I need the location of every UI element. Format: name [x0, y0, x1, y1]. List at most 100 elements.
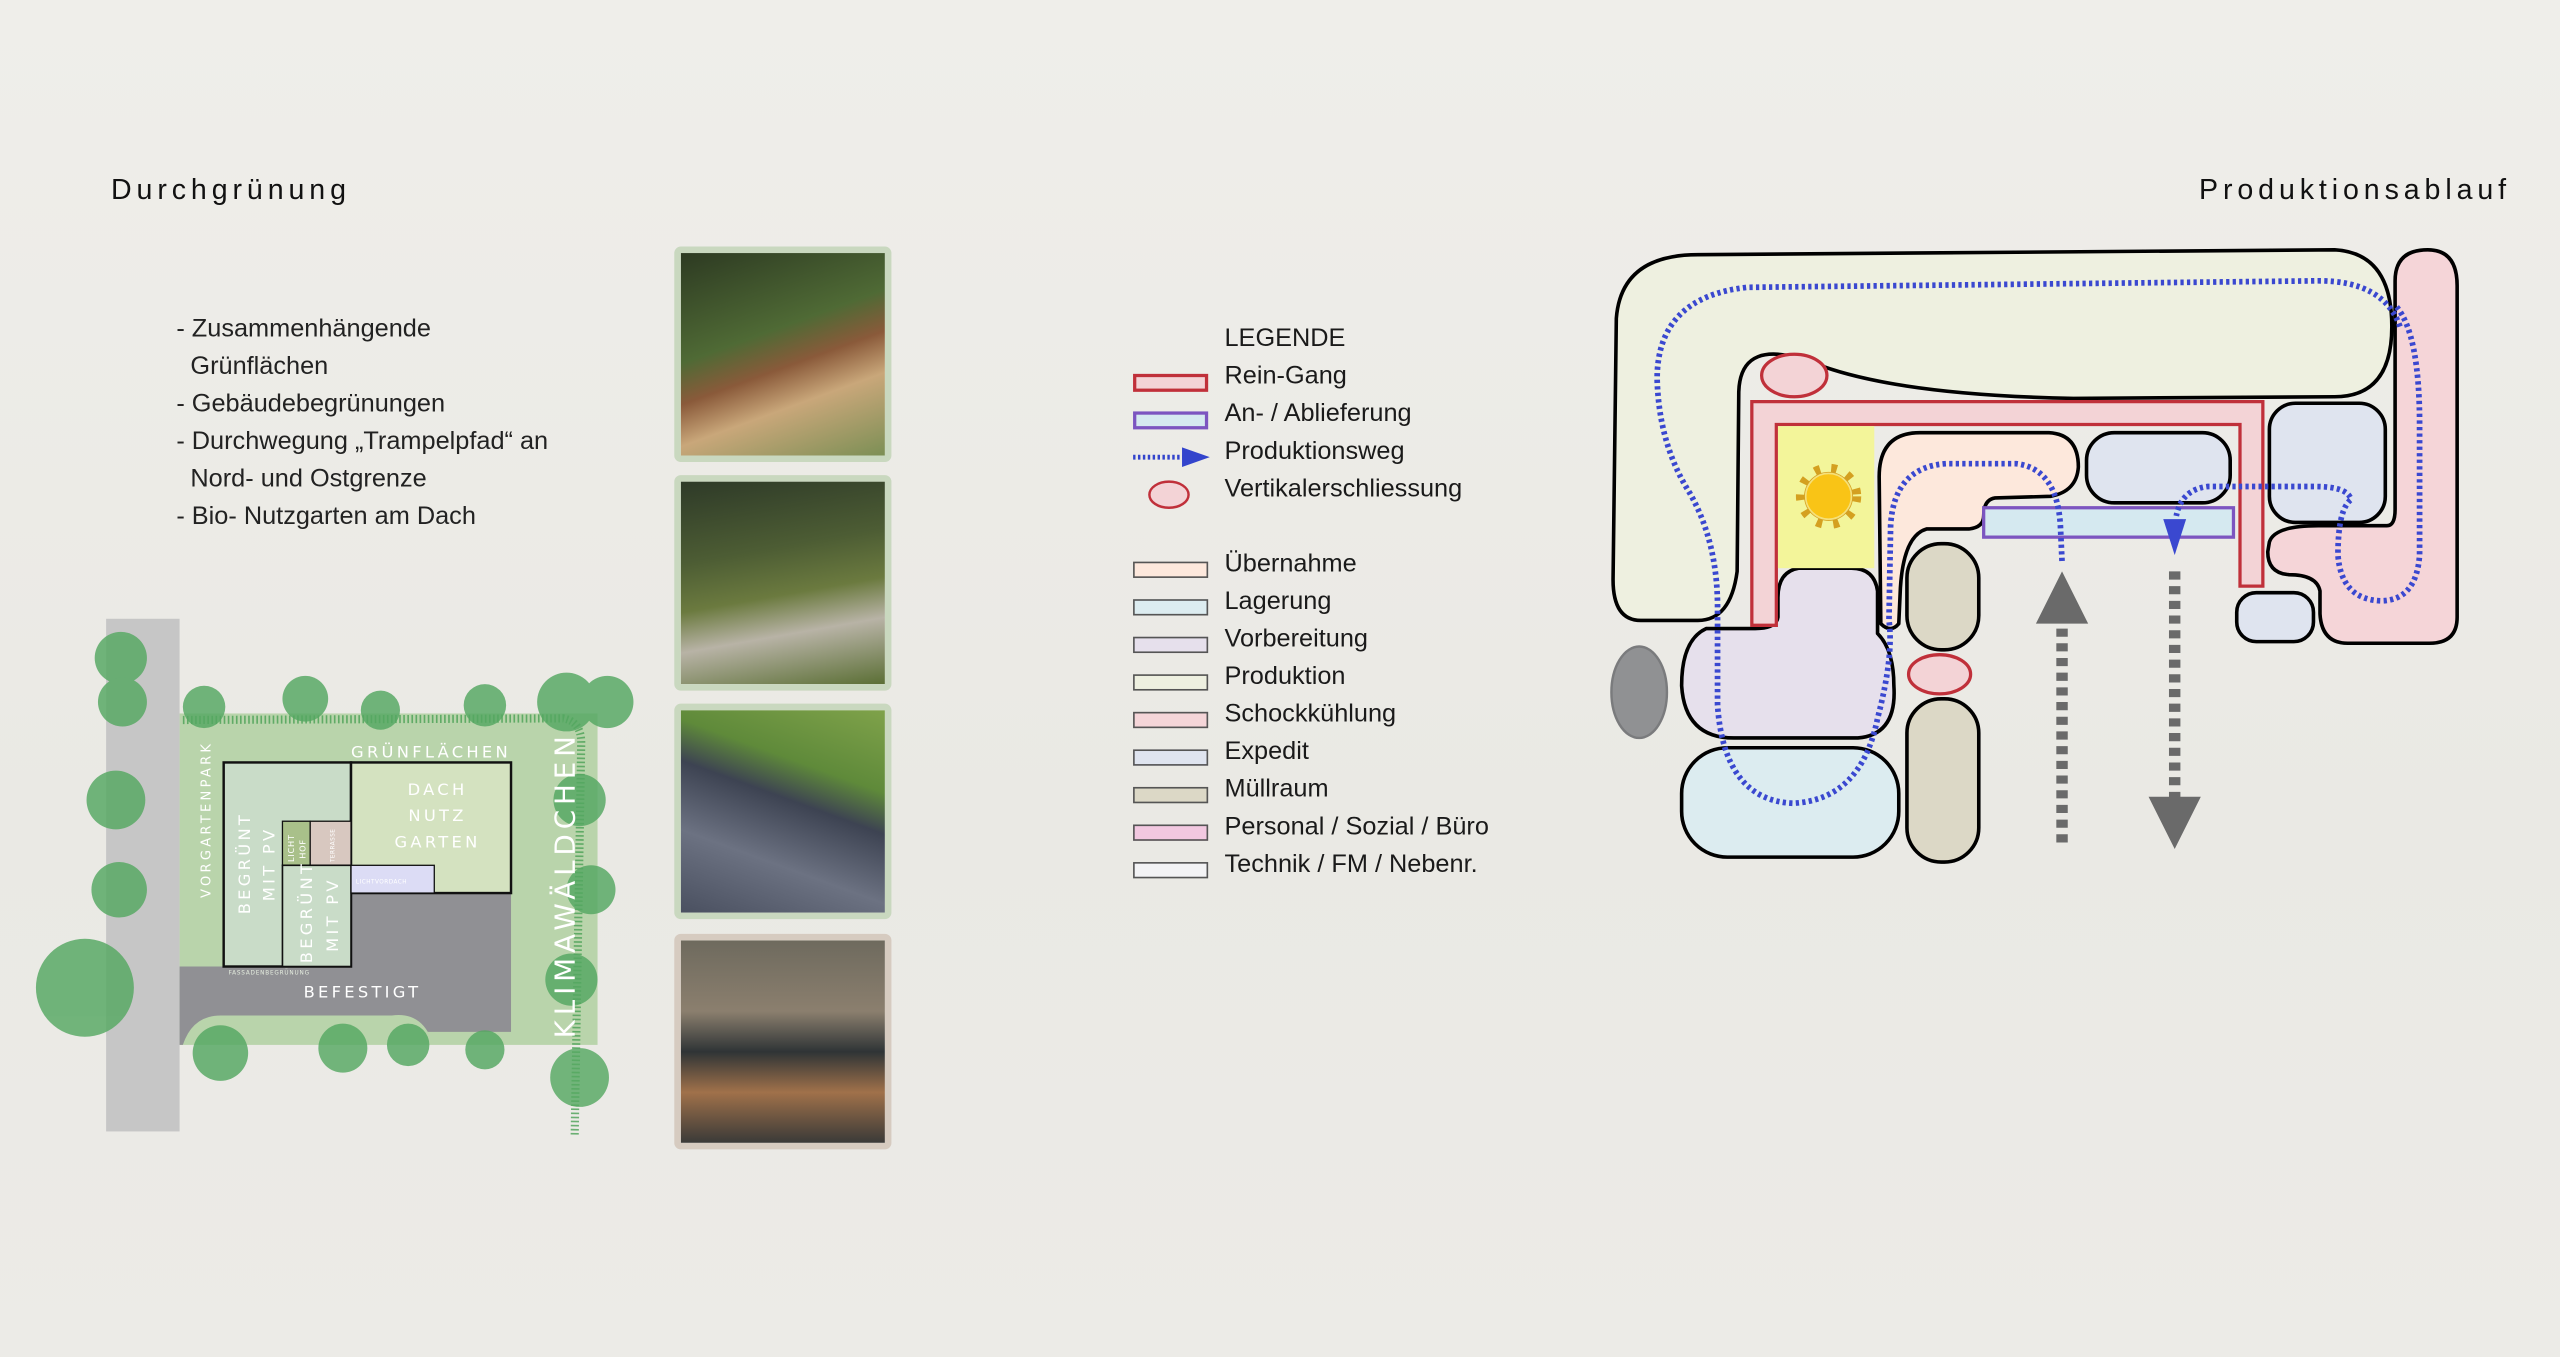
area-uebernahme	[1877, 430, 2081, 631]
label-befestigt: BEFESTIGT	[304, 983, 422, 1002]
label-vorgartenpark: VORGARTENPARK	[200, 741, 215, 898]
vertical-circulation	[1759, 352, 1829, 399]
section-title-durchgruenung: Durchgrünung	[111, 173, 351, 206]
legend-label: Technik / FM / Nebenr.	[1224, 850, 1478, 879]
legend-swatch	[1133, 636, 1209, 654]
tree-icon	[465, 1030, 505, 1070]
label-nutz: NUTZ	[408, 806, 466, 825]
green-roof-pv-photo	[674, 703, 892, 920]
legend-item-area: Schockkühlung	[1133, 700, 1557, 738]
legend-label: Produktionsweg	[1224, 437, 1405, 466]
legend-swatch	[1133, 373, 1209, 392]
area-produktion	[1611, 247, 2394, 623]
tree-icon	[282, 675, 329, 722]
legend-label: Übernahme	[1224, 550, 1357, 578]
bullet-line: - Gebäudebegrünungen	[176, 390, 446, 418]
tree-icon	[553, 773, 606, 827]
area-expedit	[2234, 590, 2316, 644]
bullet-line: Grünflächen	[176, 352, 329, 381]
people-at-cafe-table-photo	[674, 933, 892, 1150]
legend-swatch	[1133, 786, 1209, 804]
sun-icon	[1795, 463, 1862, 529]
delivery-out-arrow-icon	[2148, 571, 2201, 849]
legend-label: Produktion	[1224, 662, 1346, 691]
legend-swatch	[1133, 561, 1209, 578]
area-muellraum	[1905, 696, 1981, 864]
raised-bed-photo	[674, 475, 892, 691]
legend-item-vertikalerschliessung: Vertikalerschliessung	[1133, 475, 1557, 513]
tree-icon	[545, 953, 598, 1006]
greening-bullet-list: - Zusammenhängende Grünflächen - Gebäude…	[176, 310, 548, 535]
tree-icon	[86, 770, 146, 830]
legend-label: Vertikalerschliessung	[1224, 475, 1463, 503]
legend-swatch	[1133, 711, 1209, 729]
label-licht: LICHT	[286, 834, 296, 862]
legend-item-ablieferung: An- / Ablieferung	[1133, 400, 1557, 438]
trees	[35, 631, 634, 1107]
tree-icon	[35, 938, 134, 1037]
area-expedit	[2267, 401, 2388, 525]
legend-item-area: Müllraum	[1133, 776, 1557, 814]
label-terrasse: TERRASSE	[331, 829, 337, 863]
label-hof: HOF	[297, 839, 307, 859]
dotted-arrow-icon	[1133, 447, 1210, 467]
legend-item-rein-gang: Rein-Gang	[1133, 362, 1557, 400]
legend-item-area: Produktion	[1133, 663, 1557, 701]
label-fassadenbegruenung: FASSADENBEGRÜNUNG	[229, 970, 310, 977]
tree-icon	[550, 1048, 609, 1107]
label-klimawaeldchen: KLIMAWÄLDCHEN	[549, 731, 582, 1038]
tree-icon	[192, 1025, 249, 1081]
tree-icon	[97, 677, 147, 727]
label-begruent: BEGRÜNT	[297, 861, 316, 963]
lichtvordach	[350, 864, 435, 894]
legend-swatch	[1133, 674, 1209, 691]
tree-icon	[94, 631, 147, 685]
tree-icon	[581, 675, 634, 729]
legend-item-area: Vorbereitung	[1133, 625, 1557, 663]
legend-swatch	[1133, 824, 1209, 841]
label-begruent: BEGRÜNT	[235, 812, 254, 914]
building-begruent-inner	[281, 864, 352, 968]
legend-swatch	[1133, 599, 1209, 616]
label-gruenflaechen: GRÜNFLÄCHEN	[351, 743, 511, 762]
label-mit-pv: MIT PV	[323, 877, 342, 952]
bullet-line: - Zusammenhängende	[176, 315, 431, 343]
legend-title: LEGENDE	[1224, 324, 1346, 353]
bullet-line: - Durchwegung „Trampelpfad“ an	[176, 427, 549, 456]
label-garten: GARTEN	[395, 832, 481, 851]
legend-item-area: Personal / Sozial / Büro	[1133, 813, 1557, 851]
paved-area	[179, 893, 512, 1045]
legend-swatch	[1133, 411, 1209, 430]
rein-gang	[1750, 399, 2265, 627]
legend-item-area: Lagerung	[1133, 588, 1557, 626]
area-schockkuehlung	[2265, 247, 2459, 646]
terrasse	[309, 820, 352, 866]
legend-label: Vorbereitung	[1224, 625, 1369, 654]
label-mit-pv: MIT PV	[259, 827, 278, 902]
tree-icon	[566, 865, 616, 915]
bullet-line: - Bio- Nutzgarten am Dach	[176, 502, 476, 531]
label-dach: DACH	[408, 780, 468, 799]
bullet-line: Nord- und Ostgrenze	[176, 465, 427, 494]
legend-label: Rein-Gang	[1224, 362, 1347, 391]
ellipse-icon	[1148, 480, 1190, 509]
section-title-produktionsablauf: Produktionsablauf	[2199, 173, 2512, 206]
legend-label: Lagerung	[1224, 587, 1332, 616]
legend-swatch	[1133, 749, 1209, 766]
lichthof	[281, 820, 311, 866]
legend-label: Schockkühlung	[1224, 700, 1397, 729]
legend-item-produktionsweg: Produktionsweg	[1133, 438, 1557, 476]
delivery-in-arrow-icon	[2035, 571, 2089, 843]
legend-swatch	[1133, 862, 1209, 879]
legend-item-area: Technik / FM / Nebenr.	[1133, 851, 1557, 889]
legend-label: Personal / Sozial / Büro	[1224, 813, 1489, 841]
legend-label: Expedit	[1224, 737, 1309, 766]
legend-label: An- / Ablieferung	[1224, 399, 1412, 428]
legend-item-area: Übernahme	[1133, 550, 1557, 588]
area-vorbereitung	[1679, 566, 1896, 740]
area-muellraum	[1905, 541, 1981, 652]
vertical-circulation	[1906, 653, 1973, 696]
production-arrowhead-icon	[2163, 519, 2187, 556]
